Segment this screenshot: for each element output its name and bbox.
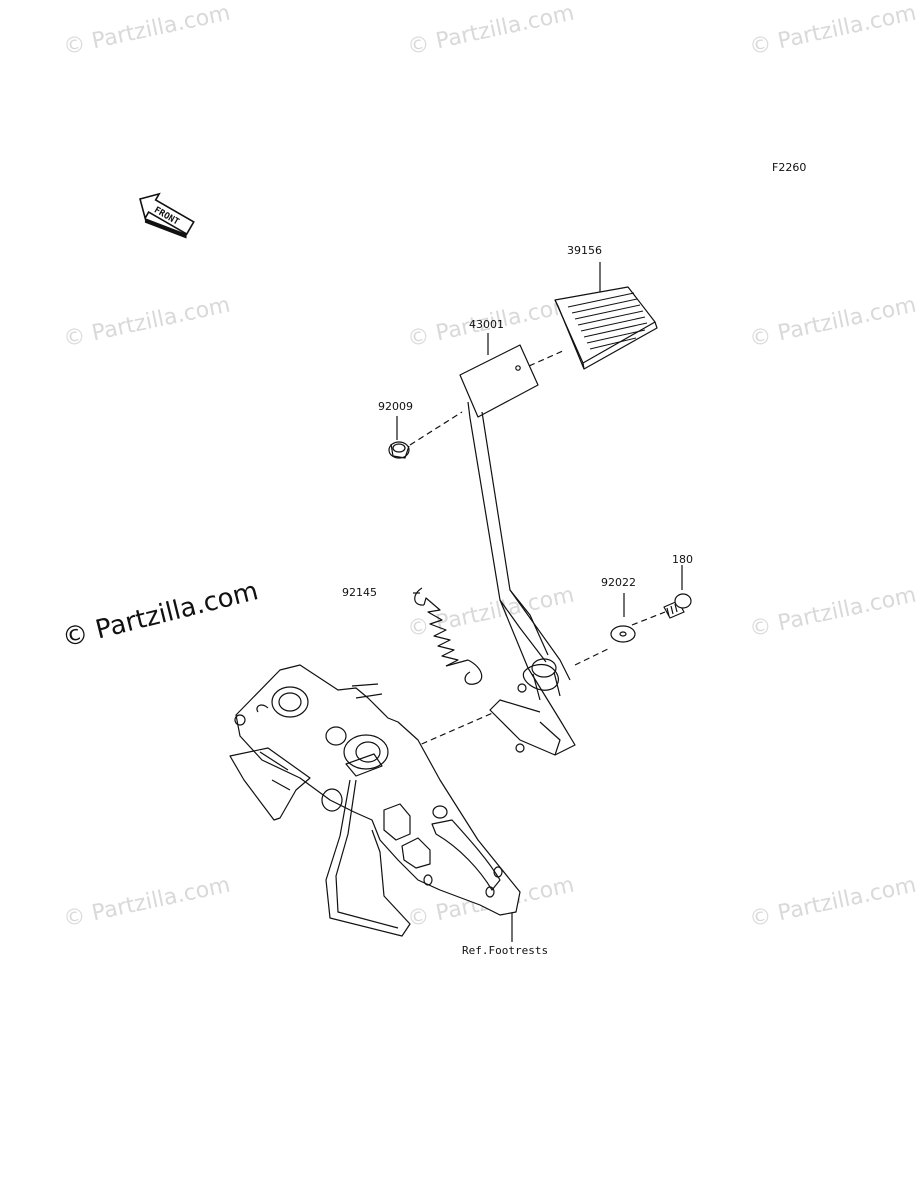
diagram-code: F2260 xyxy=(772,161,807,174)
part-label-92145[interactable]: 92145 xyxy=(342,586,377,599)
part-label-43001[interactable]: 43001 xyxy=(469,318,504,331)
part-label-92022[interactable]: 92022 xyxy=(601,576,636,589)
part-label-180[interactable]: 180 xyxy=(672,553,693,566)
bolt-180 xyxy=(663,593,692,619)
part-label-92009[interactable]: 92009 xyxy=(378,400,413,413)
footrest-bracket xyxy=(229,664,521,937)
brake-pedal-arm-43001 xyxy=(459,344,576,756)
reference-label[interactable]: Ref.Footrests xyxy=(462,944,549,957)
front-arrow-icon: FRONT xyxy=(139,192,195,239)
washer-92022 xyxy=(610,625,636,643)
part-label-39156[interactable]: 39156 xyxy=(567,244,602,257)
nut-92009 xyxy=(388,441,410,459)
spring-92145 xyxy=(414,587,483,685)
pedal-pad-39156 xyxy=(554,286,658,370)
